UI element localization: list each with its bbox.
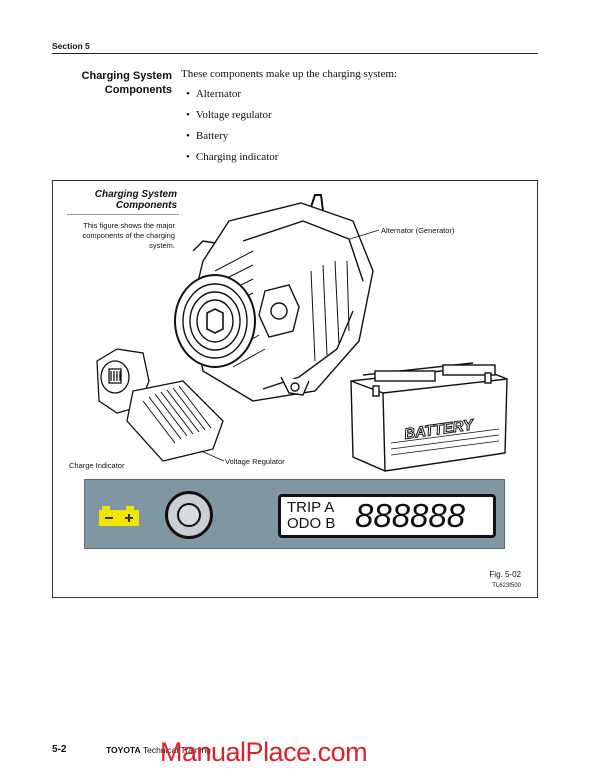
side-heading: Charging System Components	[81, 70, 172, 96]
component-list: •Alternator •Voltage regulator •Battery …	[186, 88, 278, 172]
footer-brand: TOYOTA Technical Training	[106, 745, 211, 755]
section-label: Section 5	[52, 41, 90, 51]
figure-code: TL623f500	[492, 583, 521, 589]
header-rule	[52, 53, 538, 54]
list-item: •Battery	[186, 130, 229, 142]
voltage-regulator-drawing	[96, 348, 224, 462]
footer-brand-name: TOYOTA	[106, 745, 141, 755]
regulator-leader	[200, 450, 225, 462]
components-illustration: BATTERY	[96, 194, 508, 472]
list-item: •Charging indicator	[186, 151, 279, 163]
gauge-knob-center	[177, 503, 201, 527]
figure-number: Fig. 5-02	[489, 570, 521, 579]
charge-indicator-callout: Charge Indicator	[69, 461, 125, 470]
figure-caption: This figure shows the major components o…	[82, 221, 175, 250]
bullet-icon: •	[186, 109, 190, 121]
intro-text: These components make up the charging sy…	[181, 68, 398, 80]
figure-box: Charging System Components This figure s…	[52, 180, 538, 598]
page-number: 5-2	[52, 744, 67, 755]
list-item: •Alternator	[186, 88, 242, 100]
alternator-callout: Alternator (Generator)	[381, 226, 455, 235]
bullet-icon: •	[186, 130, 190, 142]
bullet-icon: •	[186, 151, 190, 163]
figure-title-rule	[67, 214, 179, 215]
bullet-icon: •	[186, 88, 190, 100]
instrument-panel: TRIP A ODO B 888888	[84, 479, 505, 549]
odometer-labels: TRIP A ODO B	[287, 500, 335, 532]
odometer-display: TRIP A ODO B 888888	[278, 494, 496, 538]
battery-drawing	[350, 362, 508, 472]
footer-brand-suffix: Technical Training	[142, 745, 211, 755]
odometer-digits: 888888	[355, 497, 466, 534]
charge-warning-icon	[99, 506, 139, 526]
gauge-knob	[165, 491, 213, 539]
figure-title: Charging System Components	[94, 189, 177, 211]
odometer-row-odo: ODO B	[287, 515, 336, 532]
alternator-leader	[349, 229, 380, 240]
watermark: ManualPlace.com	[160, 737, 368, 767]
odometer-row-trip: TRIP A	[287, 499, 335, 516]
voltage-regulator-callout: Voltage Regulator	[225, 457, 285, 466]
alternator-drawing	[174, 194, 374, 402]
list-item: •Voltage regulator	[186, 109, 272, 121]
